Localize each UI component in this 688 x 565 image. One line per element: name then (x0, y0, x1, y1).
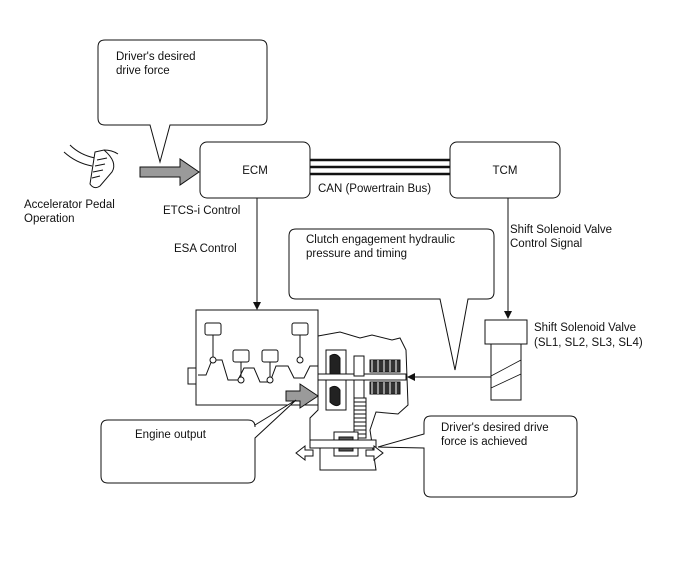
callout-text: Driver's desired (116, 51, 196, 63)
ecm-label: ECM (242, 165, 268, 177)
engine-output-arrow (285, 383, 319, 409)
accelerator-label: Accelerator Pedal (24, 199, 115, 211)
solenoid-signal-label: Shift Solenoid Valve (510, 224, 612, 236)
accelerator-label: Operation (24, 213, 75, 225)
left-wheel-arrow (295, 444, 314, 462)
callout-text: Clutch engagement hydraulic (306, 234, 455, 246)
callout-text: Driver's desired drive (441, 422, 549, 434)
callout-force-achieved: Driver's desired drive force is achieved (377, 415, 578, 498)
accelerator-pedal-icon (63, 144, 119, 189)
callout-clutch-pressure: Clutch engagement hydraulic pressure and… (288, 228, 495, 371)
etcs-label: ETCS-i Control (163, 205, 240, 217)
ecm-block: ECM (199, 141, 311, 199)
right-wheel-arrow (365, 444, 384, 462)
shift-solenoid-valve (484, 319, 528, 401)
solenoid-signal-label: Control Signal (510, 238, 582, 250)
can-bus-lines (310, 158, 450, 176)
transmission-illustration (309, 331, 409, 471)
callout-text: force is achieved (441, 436, 527, 448)
callout-text: drive force (116, 65, 170, 77)
can-bus-label: CAN (Powertrain Bus) (318, 183, 431, 195)
callout-engine-output: Engine output (100, 399, 297, 484)
solenoid-valve-label: Shift Solenoid Valve (534, 322, 636, 334)
tcm-block: TCM (449, 141, 561, 199)
callout-driver-desired-force: Driver's desired drive force (97, 39, 268, 164)
solenoid-valve-label: (SL1, SL2, SL3, SL4) (534, 337, 643, 349)
tcm-label: TCM (493, 165, 518, 177)
driver-input-arrow (139, 158, 200, 186)
callout-text: Engine output (135, 429, 207, 441)
esa-label: ESA Control (174, 243, 237, 255)
callout-text: pressure and timing (306, 248, 407, 260)
